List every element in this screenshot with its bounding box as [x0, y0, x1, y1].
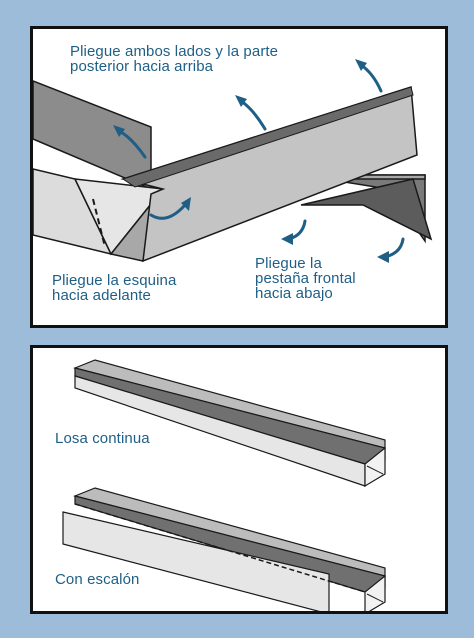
curved-arrow-icon	[359, 63, 383, 93]
label-fold-back: Pliegue ambos lados y la parte posterior…	[70, 43, 279, 75]
raised-panel-top-edge	[121, 86, 414, 188]
fold-steps-panel: Pliegue ambos lados y la parte posterior…	[30, 26, 448, 328]
arrowhead-icon	[235, 95, 247, 107]
arrowhead-icon	[113, 125, 125, 137]
curved-arrow-icon	[239, 99, 267, 131]
stepped-slab-end	[364, 574, 386, 611]
arrowhead-icon	[377, 251, 389, 263]
label-fold-corner: Pliegue la esquina hacia adelante	[52, 272, 177, 304]
slab-types-panel: Losa continua Con escalón	[30, 345, 448, 614]
stepped-slab-dashed-line	[74, 503, 366, 593]
label-fold-tab: Pliegue la pestaña frontal hacia abajo	[255, 255, 356, 302]
arrowhead-icon	[355, 59, 367, 71]
label-continuous-slab: Losa continua	[55, 430, 150, 447]
slab-types-illustration	[62, 359, 386, 611]
continuous-slab-end	[364, 446, 386, 488]
continuous-slab-floor	[74, 367, 386, 465]
fold-dashed-line	[92, 198, 106, 248]
stepped-slab-step-panel	[62, 511, 330, 611]
fold-steps-illustration	[33, 59, 433, 263]
front-tab	[300, 178, 433, 241]
arrowhead-icon	[181, 197, 191, 211]
arrowhead-icon	[281, 233, 293, 245]
label-stepped-slab: Con escalón	[55, 571, 140, 588]
curved-arrow-icon	[149, 203, 187, 220]
